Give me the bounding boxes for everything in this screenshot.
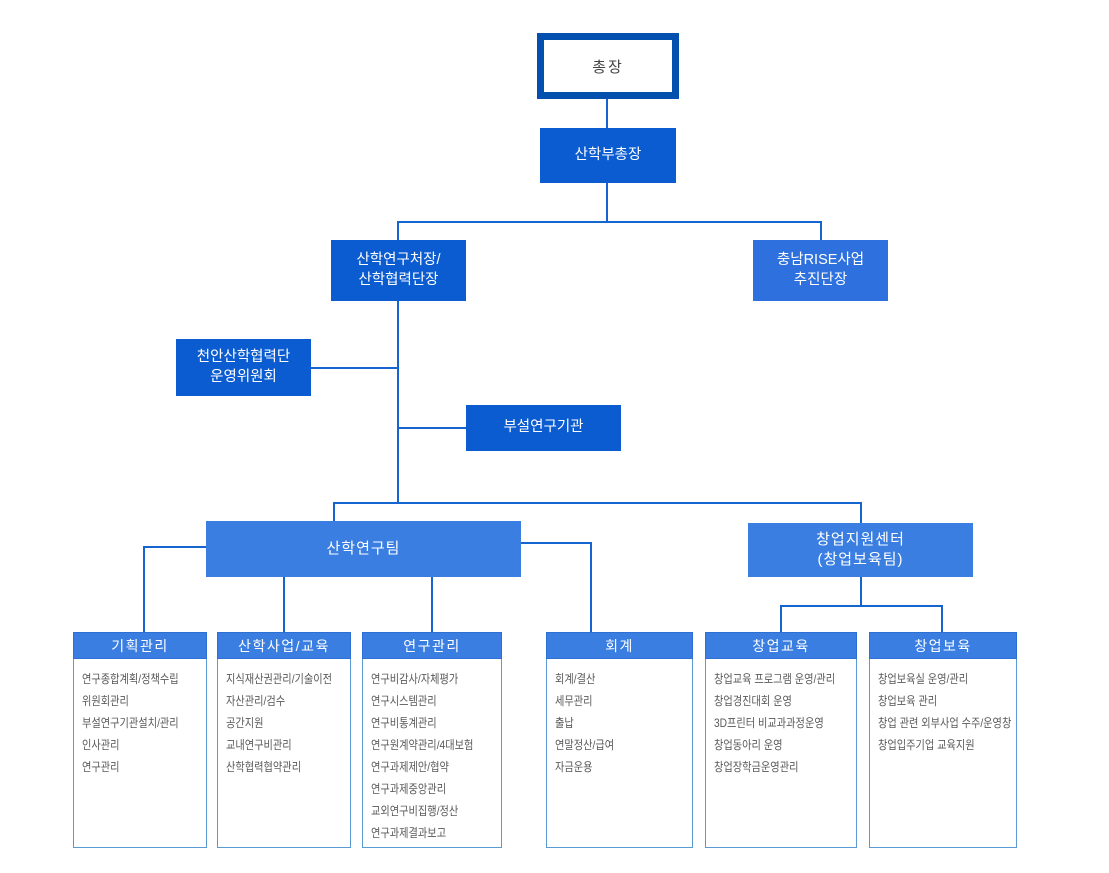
list-item: 공간지원	[226, 716, 264, 730]
connector-team-left-elbow	[143, 546, 206, 548]
connector-drop-startup-center	[860, 502, 862, 523]
research-team-box: 산학연구팀	[206, 521, 521, 577]
connector-main-trunk	[397, 301, 399, 503]
column-business-education: 산학사업/교육 지식재산권관리/기술이전 자산관리/검수 공간지원 교내연구비관…	[217, 632, 351, 848]
affiliated-research-label: 부설연구기관	[503, 419, 584, 436]
list-item: 연구종합계획/정책수립	[82, 672, 179, 686]
list-item: 창업교육 프로그램 운영/관리	[714, 672, 836, 686]
startup-center-label: 창업지원센터 (창업보육팀)	[816, 530, 905, 568]
connector-startup-horizontal	[780, 605, 942, 607]
connector-drop-startup-incubation	[941, 605, 943, 632]
list-item: 연구비감사/자체평가	[371, 672, 459, 686]
connector-drop-accounting	[590, 542, 592, 632]
column-list-accounting: 회계/결산 세무관리 출납 연말정산/급여 자금운용	[546, 659, 693, 848]
list-item: 창업경진대회 운영	[714, 694, 792, 708]
column-startup-incubation: 창업보육 창업보육실 운영/관리 창업보육 관리 창업 관련 외부사업 수주/운…	[869, 632, 1017, 848]
vice-chancellor-label: 산학부총장	[574, 146, 642, 163]
column-planning: 기획관리 연구종합계획/정책수립 위원회관리 부설연구기관설치/관리 인사관리 …	[73, 632, 207, 848]
column-list-research: 연구비감사/자체평가 연구시스템관리 연구비통계관리 연구원계약관리/4대보험 …	[362, 659, 502, 848]
column-header-planning: 기획관리	[73, 632, 207, 659]
column-header-startup-education: 창업교육	[705, 632, 857, 659]
connector-drop-planning	[143, 546, 145, 632]
list-item: 회계/결산	[555, 672, 596, 686]
list-item: 연구과제결과보고	[371, 826, 447, 840]
connector-vice-down	[606, 183, 608, 222]
list-item: 자산관리/검수	[226, 694, 286, 708]
column-accounting: 회계 회계/결산 세무관리 출납 연말정산/급여 자금운용	[546, 632, 693, 848]
list-item: 자금운용	[555, 760, 593, 774]
rise-project-label: 충남RISE사업 추진단장	[776, 251, 865, 288]
connector-chancellor-vice	[606, 99, 608, 128]
column-list-startup-incubation: 창업보육실 운영/관리 창업보육 관리 창업 관련 외부사업 수주/운영창 창업…	[869, 659, 1017, 848]
list-item: 출납	[555, 716, 574, 730]
research-team-label: 산학연구팀	[326, 539, 401, 557]
connector-level2-horizontal	[397, 221, 821, 223]
list-item: 창업보육 관리	[878, 694, 938, 708]
cheonan-committee-label: 천안산학협력단 운영위원회	[196, 348, 291, 385]
list-item: 위원회관리	[82, 694, 129, 708]
column-list-planning: 연구종합계획/정책수립 위원회관리 부설연구기관설치/관리 인사관리 연구관리	[73, 659, 207, 848]
connector-drop-director	[397, 221, 399, 240]
column-header-research: 연구관리	[362, 632, 502, 659]
column-research: 연구관리 연구비감사/자체평가 연구시스템관리 연구비통계관리 연구원계약관리/…	[362, 632, 502, 848]
list-item: 연구과제제안/협약	[371, 760, 449, 774]
rise-project-box: 충남RISE사업 추진단장	[753, 240, 888, 301]
chancellor-label: 총장	[592, 58, 624, 76]
vice-chancellor-box: 산학부총장	[540, 128, 676, 183]
list-item: 세무관리	[555, 694, 593, 708]
research-director-box: 산학연구처장/ 산학협력단장	[331, 240, 466, 301]
connector-startup-trunk	[860, 577, 862, 606]
connector-drop-startup-education	[780, 605, 782, 632]
connector-cheonan	[311, 367, 397, 369]
connector-drop-business-education	[283, 577, 285, 632]
list-item: 창업 관련 외부사업 수주/운영창	[878, 716, 1012, 730]
column-header-business-education: 산학사업/교육	[217, 632, 351, 659]
list-item: 지식재산권관리/기술이전	[226, 672, 333, 686]
list-item: 연구시스템관리	[371, 694, 437, 708]
connector-drop-team	[333, 502, 335, 521]
list-item: 연구비통계관리	[371, 716, 437, 730]
column-list-startup-education: 창업교육 프로그램 운영/관리 창업경진대회 운영 3D프린터 비교과과정운영 …	[705, 659, 857, 848]
connector-level3-horizontal	[333, 502, 862, 504]
startup-center-box: 창업지원센터 (창업보육팀)	[748, 523, 973, 577]
connector-drop-rise	[820, 221, 822, 240]
cheonan-committee-box: 천안산학협력단 운영위원회	[176, 339, 311, 396]
list-item: 창업보육실 운영/관리	[878, 672, 969, 686]
connector-drop-research	[431, 577, 433, 632]
chancellor-box: 총장	[537, 33, 679, 99]
column-header-accounting: 회계	[546, 632, 693, 659]
list-item: 3D프린터 비교과과정운영	[714, 716, 824, 730]
column-list-business-education: 지식재산권관리/기술이전 자산관리/검수 공간지원 교내연구비관리 산학협력협약…	[217, 659, 351, 848]
column-header-startup-incubation: 창업보육	[869, 632, 1017, 659]
list-item: 산학협력협약관리	[226, 760, 302, 774]
connector-team-right-elbow	[521, 542, 590, 544]
column-startup-education: 창업교육 창업교육 프로그램 운영/관리 창업경진대회 운영 3D프린터 비교과…	[705, 632, 857, 848]
affiliated-research-box: 부설연구기관	[466, 405, 621, 451]
list-item: 교외연구비집행/정산	[371, 804, 459, 818]
list-item: 연구관리	[82, 760, 120, 774]
list-item: 연말정산/급여	[555, 738, 615, 752]
list-item: 창업입주기업 교육지원	[878, 738, 975, 752]
list-item: 인사관리	[82, 738, 120, 752]
list-item: 창업장학금운영관리	[714, 760, 799, 774]
list-item: 연구과제중앙관리	[371, 782, 447, 796]
list-item: 창업동아리 운영	[714, 738, 783, 752]
connector-affiliated	[398, 427, 466, 429]
research-director-label: 산학연구처장/ 산학협력단장	[356, 251, 441, 288]
list-item: 부설연구기관설치/관리	[82, 716, 179, 730]
list-item: 교내연구비관리	[226, 738, 292, 752]
list-item: 연구원계약관리/4대보험	[371, 738, 474, 752]
